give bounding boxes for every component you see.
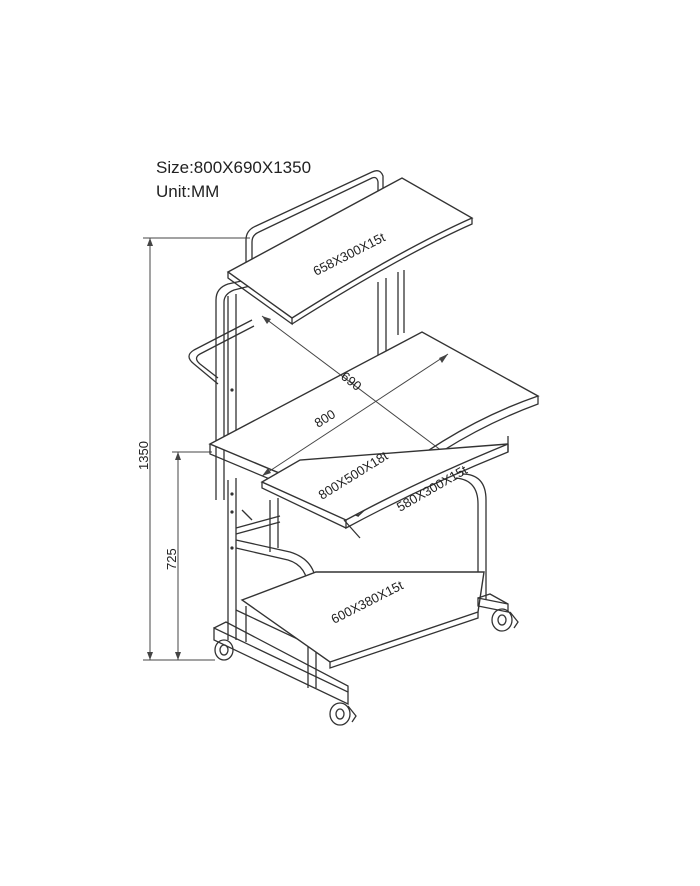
bottom-shelf	[240, 571, 485, 669]
side-handle-bar	[188, 319, 255, 385]
top-shelf	[226, 177, 474, 326]
caster-wheel-icon	[491, 608, 519, 632]
caster-wheel-icon	[329, 702, 357, 726]
top-shelf-rail	[245, 170, 384, 268]
middle-support	[235, 498, 281, 552]
width-dimension-800	[261, 353, 449, 477]
left-upright-frame	[215, 279, 251, 640]
desk-height-label: 725	[164, 548, 179, 570]
caster-wheel-icon	[214, 639, 234, 661]
size-text: Size:800X690X1350	[156, 158, 312, 177]
spec-header: Size:800X690X1350 Unit:MM	[156, 156, 311, 204]
height-dimension-725	[172, 451, 212, 661]
total-height-label: 1350	[136, 441, 151, 470]
unit-text: Unit:MM	[156, 182, 220, 201]
keyboard-tray	[260, 436, 509, 539]
